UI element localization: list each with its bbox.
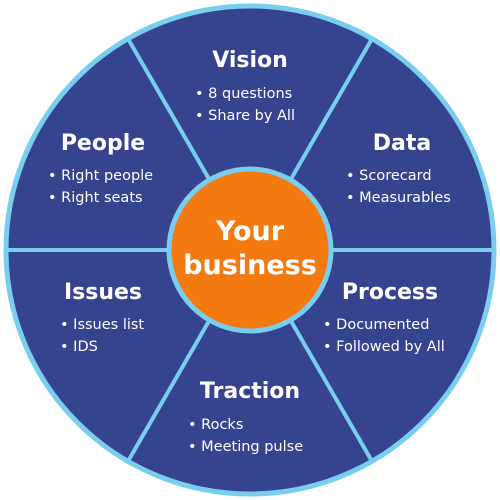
- segment-title-process: Process: [342, 280, 438, 305]
- segment-item-traction-2: • Meeting pulse: [188, 439, 303, 455]
- center-label-line1: Your: [215, 216, 285, 247]
- segment-item-traction-1: • Rocks: [188, 417, 243, 433]
- segment-people: People • Right people • Right seats: [48, 131, 153, 206]
- segment-title-vision: Vision: [212, 48, 288, 73]
- segment-traction: Traction • Rocks • Meeting pulse: [188, 379, 303, 455]
- segment-title-issues: Issues: [64, 280, 142, 305]
- segment-vision: Vision • 8 questions • Share by All: [195, 48, 295, 124]
- center-label-line2: business: [183, 250, 317, 281]
- segment-title-traction: Traction: [200, 379, 300, 404]
- segment-title-data: Data: [373, 131, 431, 156]
- segment-item-vision-1: • 8 questions: [195, 86, 292, 102]
- segment-title-people: People: [61, 131, 145, 156]
- segment-data: Data • Scorecard • Measurables: [346, 131, 451, 206]
- segment-item-data-1: • Scorecard: [346, 168, 432, 184]
- segment-item-issues-1: • Issues list: [60, 317, 144, 333]
- segment-issues: Issues • Issues list • IDS: [60, 280, 144, 355]
- segment-item-people-1: • Right people: [48, 168, 153, 184]
- segment-item-issues-2: • IDS: [60, 339, 98, 355]
- segment-process: Process • Documented • Followed by All: [323, 280, 445, 355]
- segment-item-process-2: • Followed by All: [323, 339, 445, 355]
- center-circle: [166, 166, 334, 334]
- segment-item-data-2: • Measurables: [346, 190, 451, 206]
- segment-item-process-1: • Documented: [323, 317, 429, 333]
- segment-item-vision-2: • Share by All: [195, 108, 295, 124]
- segment-item-people-2: • Right seats: [48, 190, 143, 206]
